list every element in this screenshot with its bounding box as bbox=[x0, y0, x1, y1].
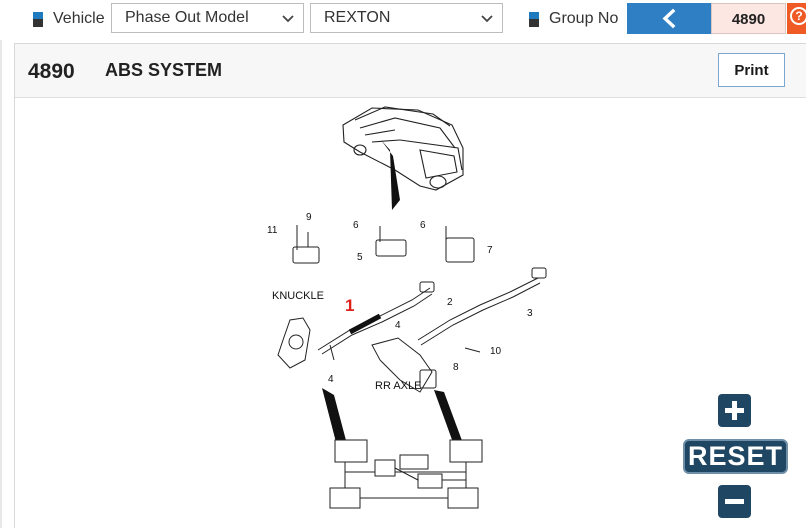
zoom-in-button[interactable] bbox=[718, 394, 751, 427]
zoom-out-button[interactable] bbox=[718, 485, 751, 518]
group-header: 4890 ABS SYSTEM Print bbox=[15, 44, 806, 98]
group-title: ABS SYSTEM bbox=[105, 60, 223, 80]
group-marker-icon bbox=[529, 12, 539, 27]
reset-zoom-button[interactable]: RESET bbox=[683, 439, 788, 474]
toolbar: Vehicle Phase Out Model REXTON Group No … bbox=[0, 0, 806, 40]
left-divider bbox=[0, 40, 2, 528]
vehicle-marker-icon bbox=[33, 12, 43, 27]
chevron-down-icon bbox=[282, 15, 294, 23]
previous-group-button[interactable] bbox=[627, 3, 711, 34]
print-button[interactable]: Print bbox=[718, 53, 785, 87]
model-select[interactable]: Phase Out Model bbox=[111, 3, 304, 33]
model-select-value: Phase Out Model bbox=[125, 9, 249, 26]
plus-icon bbox=[725, 401, 744, 420]
chevron-down-icon bbox=[481, 15, 493, 23]
chevron-left-icon bbox=[662, 8, 676, 29]
vehicle-label: Vehicle bbox=[53, 10, 105, 27]
group-code: 4890 bbox=[28, 60, 75, 83]
help-icon: ? bbox=[790, 7, 806, 25]
vehicle-select[interactable]: REXTON bbox=[310, 3, 503, 33]
group-number-value[interactable]: 4890 bbox=[711, 3, 786, 34]
help-button[interactable]: ? bbox=[787, 3, 806, 34]
content-panel: 4890 ABS SYSTEM Print bbox=[14, 43, 806, 528]
minus-icon bbox=[725, 499, 744, 504]
group-label: Group No bbox=[549, 10, 619, 27]
vehicle-select-value: REXTON bbox=[324, 9, 391, 26]
